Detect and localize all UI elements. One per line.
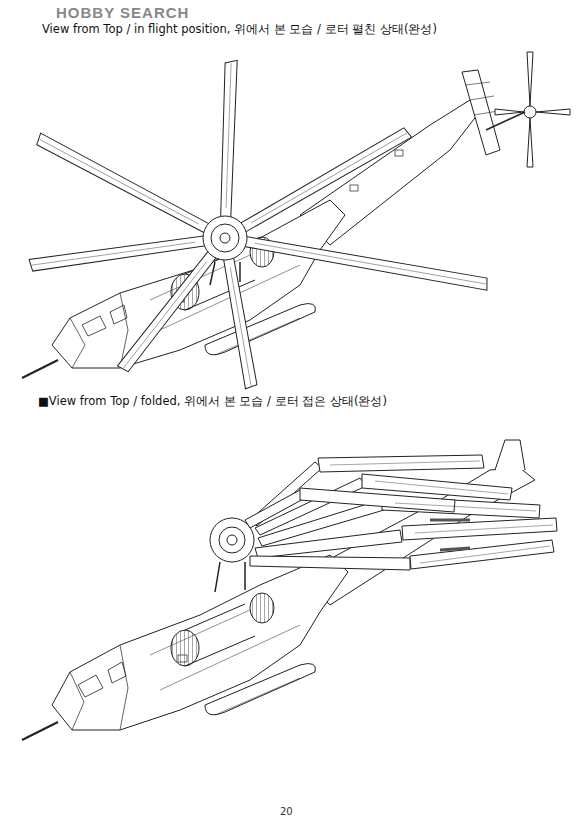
view-heading: ■View from Top / folded, 위에서 본 모습 / 로터 접… [36, 394, 389, 409]
page-number: 20 [280, 806, 293, 817]
watermark: HOBBY SEARCH [56, 4, 189, 21]
view-heading: View from Top / in flight position, 위에서 … [40, 22, 439, 37]
